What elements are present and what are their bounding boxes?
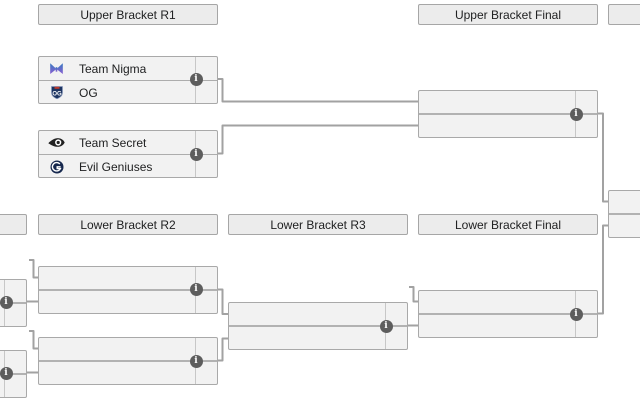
slot-divider	[229, 325, 407, 327]
slot-divider	[0, 302, 26, 304]
og-logo: OG	[48, 85, 65, 101]
match-upper-r1-m1: Team Nigma OG OG	[38, 56, 218, 104]
team-name: Evil Geniuses	[79, 159, 153, 174]
match-upper-r1-m2: Team Secret Evil Geniuses	[38, 130, 218, 178]
slot-divider	[39, 360, 217, 362]
team-name: Team Nigma	[79, 61, 147, 76]
header-upper-bracket-r1: Upper Bracket R1	[38, 4, 218, 25]
header-label: Lower Bracket R3	[270, 217, 366, 232]
match-lower-r3	[228, 302, 408, 350]
header-label: Lower Bracket R2	[80, 217, 176, 232]
header-partial-right	[608, 4, 640, 25]
match-upper-final	[418, 90, 598, 138]
team-slot-secret[interactable]: Team Secret	[39, 131, 195, 154]
info-icon[interactable]: i	[379, 319, 393, 333]
header-label: Upper Bracket R1	[80, 7, 176, 22]
match-grand-final	[608, 190, 640, 238]
team-secret-logo	[48, 135, 65, 151]
header-partial-left	[0, 214, 27, 235]
match-lower-r2-m2	[38, 337, 218, 385]
evil-geniuses-logo	[48, 159, 65, 175]
team-slot-og[interactable]: OG OG	[39, 81, 195, 104]
info-icon[interactable]: i	[569, 107, 583, 121]
info-icon[interactable]: i	[0, 295, 13, 309]
info-icon[interactable]: i	[189, 354, 203, 368]
slot-divider	[419, 313, 597, 315]
info-icon[interactable]: i	[189, 147, 203, 161]
info-icon[interactable]: i	[189, 282, 203, 296]
match-lower-r2-m1	[38, 266, 218, 314]
info-icon[interactable]: i	[189, 72, 203, 86]
slot-divider	[0, 373, 26, 375]
team-slot-nigma[interactable]: Team Nigma	[39, 57, 195, 80]
header-lower-bracket-r2: Lower Bracket R2	[38, 214, 218, 235]
slot-divider	[609, 213, 640, 215]
header-upper-bracket-final: Upper Bracket Final	[418, 4, 598, 25]
slot-divider	[39, 289, 217, 291]
header-lower-bracket-r3: Lower Bracket R3	[228, 214, 408, 235]
header-lower-bracket-final: Lower Bracket Final	[418, 214, 598, 235]
match-lower-final	[418, 290, 598, 338]
team-nigma-logo	[48, 61, 65, 77]
slot-divider	[39, 154, 217, 155]
header-label: Upper Bracket Final	[454, 7, 562, 22]
team-name: OG	[79, 85, 98, 100]
slot-divider	[419, 113, 597, 115]
slot-divider	[39, 80, 217, 81]
team-name: Team Secret	[79, 135, 147, 150]
info-icon[interactable]: i	[569, 307, 583, 321]
team-slot-evil-geniuses[interactable]: Evil Geniuses	[39, 155, 195, 178]
svg-text:OG: OG	[52, 92, 62, 98]
info-icon[interactable]: i	[0, 366, 13, 380]
header-label: Lower Bracket Final	[454, 217, 562, 232]
